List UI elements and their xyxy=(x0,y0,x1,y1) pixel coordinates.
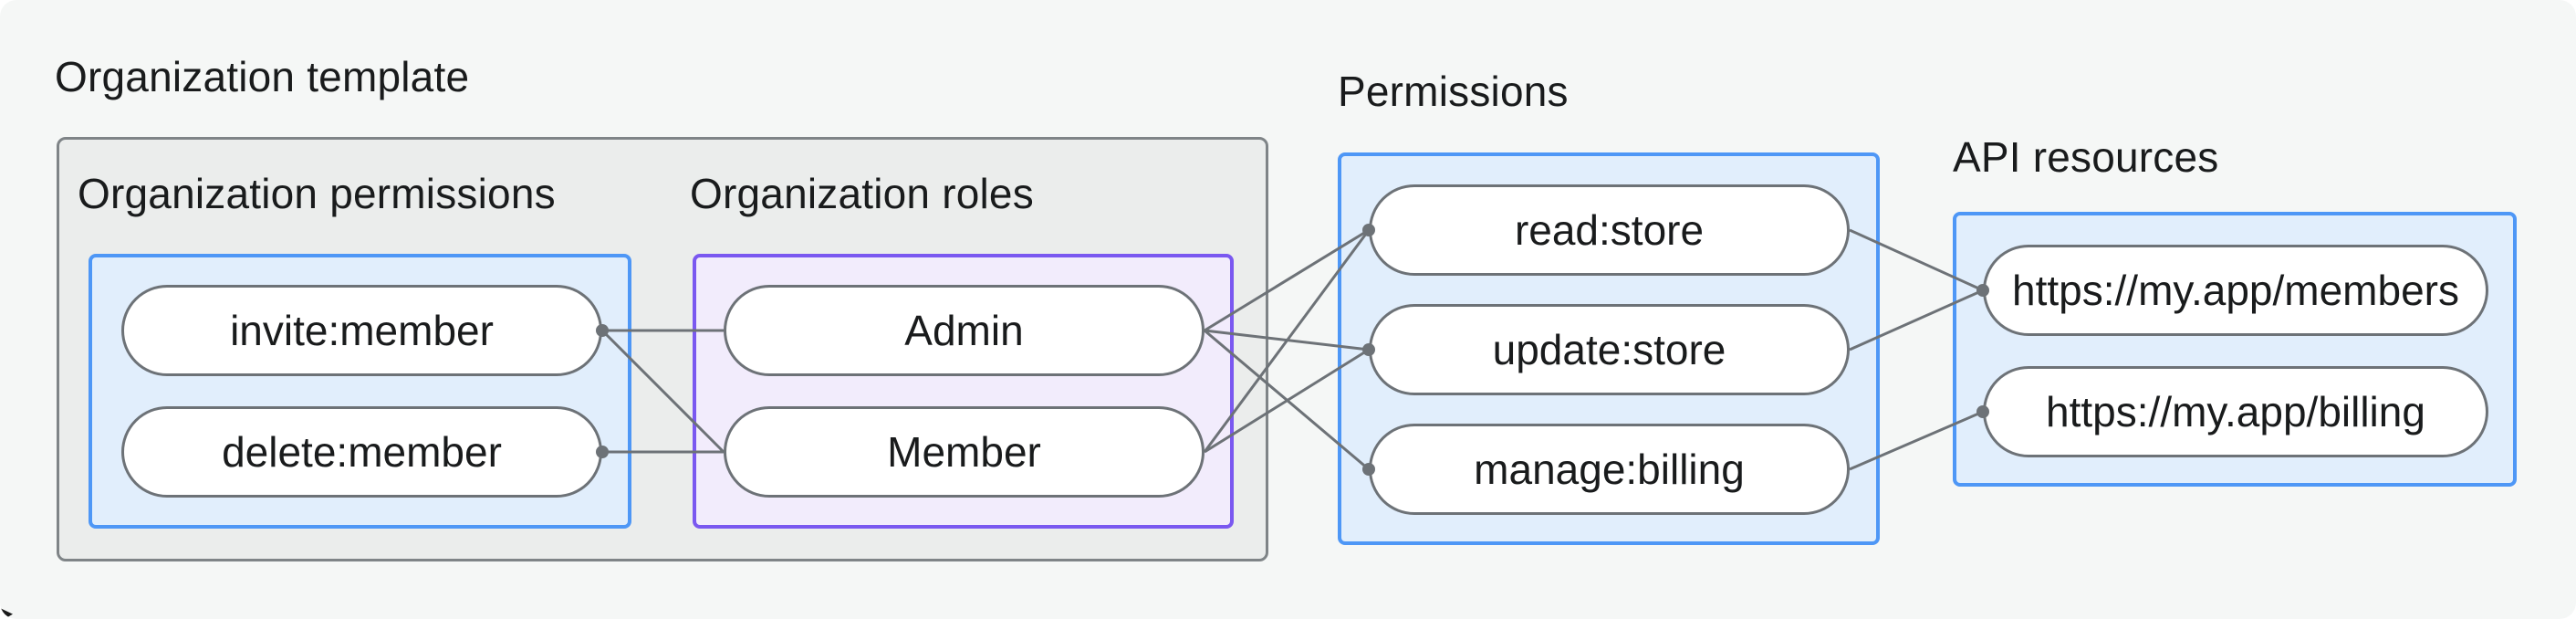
pill-api-members-url: https://my.app/members xyxy=(1983,245,2488,336)
mouse-cursor-icon xyxy=(0,608,13,619)
api-resources-heading: API resources xyxy=(1953,133,2219,181)
pill-invite-member: invite:member xyxy=(121,285,602,376)
organization-permissions-heading: Organization permissions xyxy=(78,170,556,217)
pill-api-billing-url: https://my.app/billing xyxy=(1983,366,2488,457)
permissions-heading: Permissions xyxy=(1338,68,1569,115)
pill-label: https://my.app/billing xyxy=(2046,388,2425,435)
pill-admin-role: Admin xyxy=(724,285,1205,376)
pill-label: https://my.app/members xyxy=(2012,267,2459,314)
pill-delete-member: delete:member xyxy=(121,406,602,498)
pill-label: delete:member xyxy=(222,428,502,476)
pill-label: Admin xyxy=(904,307,1024,354)
organization-template-heading: Organization template xyxy=(55,53,470,100)
pill-label: manage:billing xyxy=(1474,446,1745,493)
pill-label: Member xyxy=(887,428,1041,476)
pill-update-store: update:store xyxy=(1369,304,1850,395)
pill-label: read:store xyxy=(1514,206,1705,254)
pill-label: update:store xyxy=(1492,326,1726,373)
pill-member-role: Member xyxy=(724,406,1205,498)
organization-roles-heading: Organization roles xyxy=(690,170,1034,217)
pill-manage-billing: manage:billing xyxy=(1369,424,1850,515)
pill-read-store: read:store xyxy=(1369,184,1850,276)
pill-label: invite:member xyxy=(230,307,494,354)
